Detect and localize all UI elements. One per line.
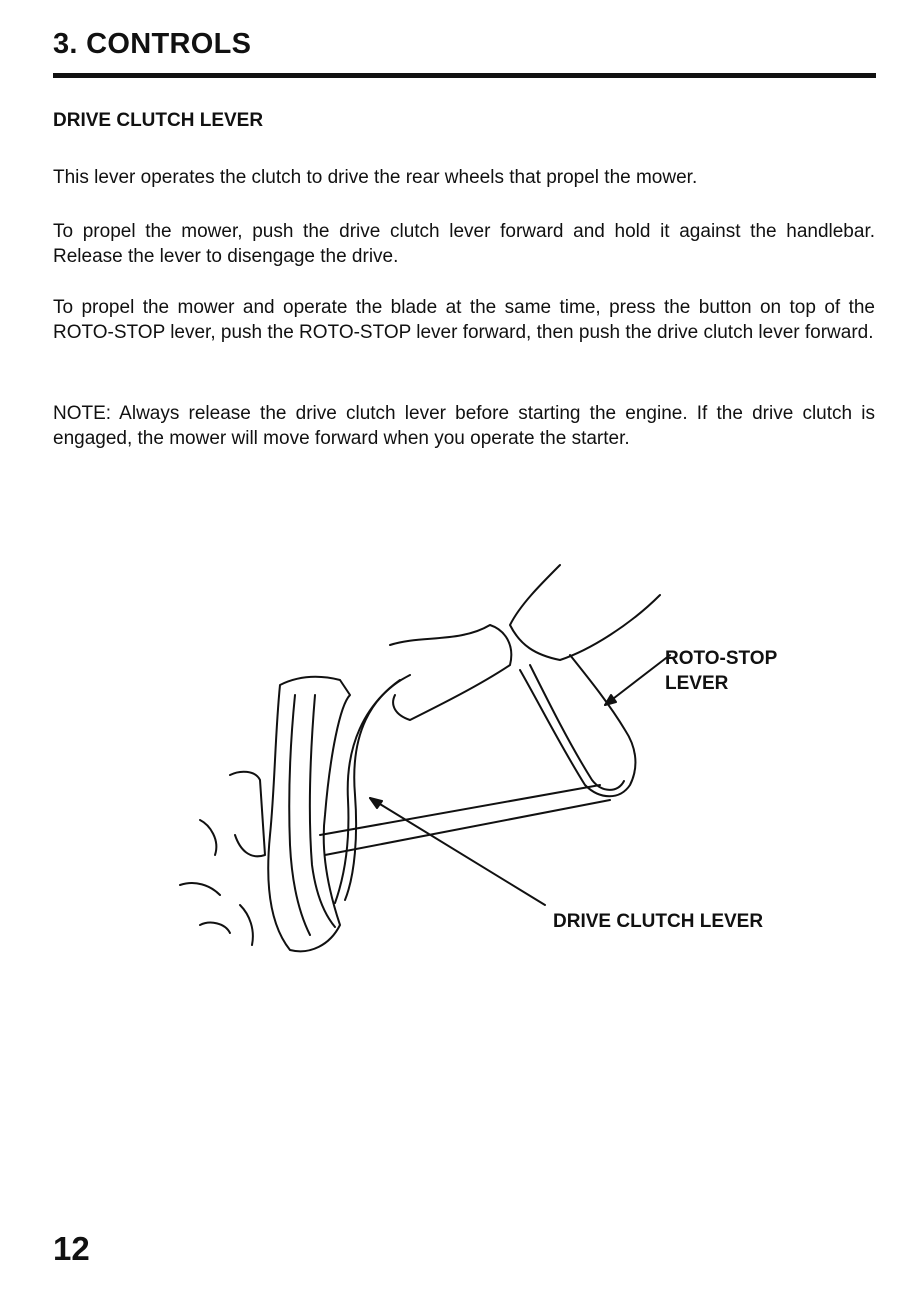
page-number: 12 (53, 1230, 90, 1267)
roto-stop-leader (604, 654, 671, 706)
heading-rule (53, 73, 876, 78)
sleeve-outline (509, 564, 661, 661)
handlebar-illustration (179, 564, 671, 953)
roto-stop-label-line2: LEVER (665, 673, 729, 694)
paragraph-lever-purpose: This lever operates the clutch to drive … (53, 167, 698, 188)
page-title: 3. CONTROLS (53, 28, 252, 60)
drive-clutch-lever-label: DRIVE CLUTCH LEVER (553, 911, 764, 932)
drive-clutch-lever-shape (344, 674, 411, 901)
roto-stop-lever-label: ROTO-STOP LEVER (665, 646, 777, 696)
paragraph-note: NOTE: Always release the drive clutch le… (53, 403, 875, 449)
section-title: DRIVE CLUTCH LEVER (53, 110, 264, 131)
paragraph-propel-with-blade: To propel the mower and operate the blad… (53, 297, 875, 343)
handlebar-crossbar (319, 784, 601, 836)
handlebar-loop (519, 654, 637, 798)
roto-stop-label-line1: ROTO-STOP (665, 648, 778, 669)
paragraph-propel-mower: To propel the mower, push the drive clut… (53, 221, 875, 267)
handle-grip (267, 675, 351, 953)
drive-clutch-leader (369, 797, 546, 906)
hand-outline (389, 624, 513, 721)
